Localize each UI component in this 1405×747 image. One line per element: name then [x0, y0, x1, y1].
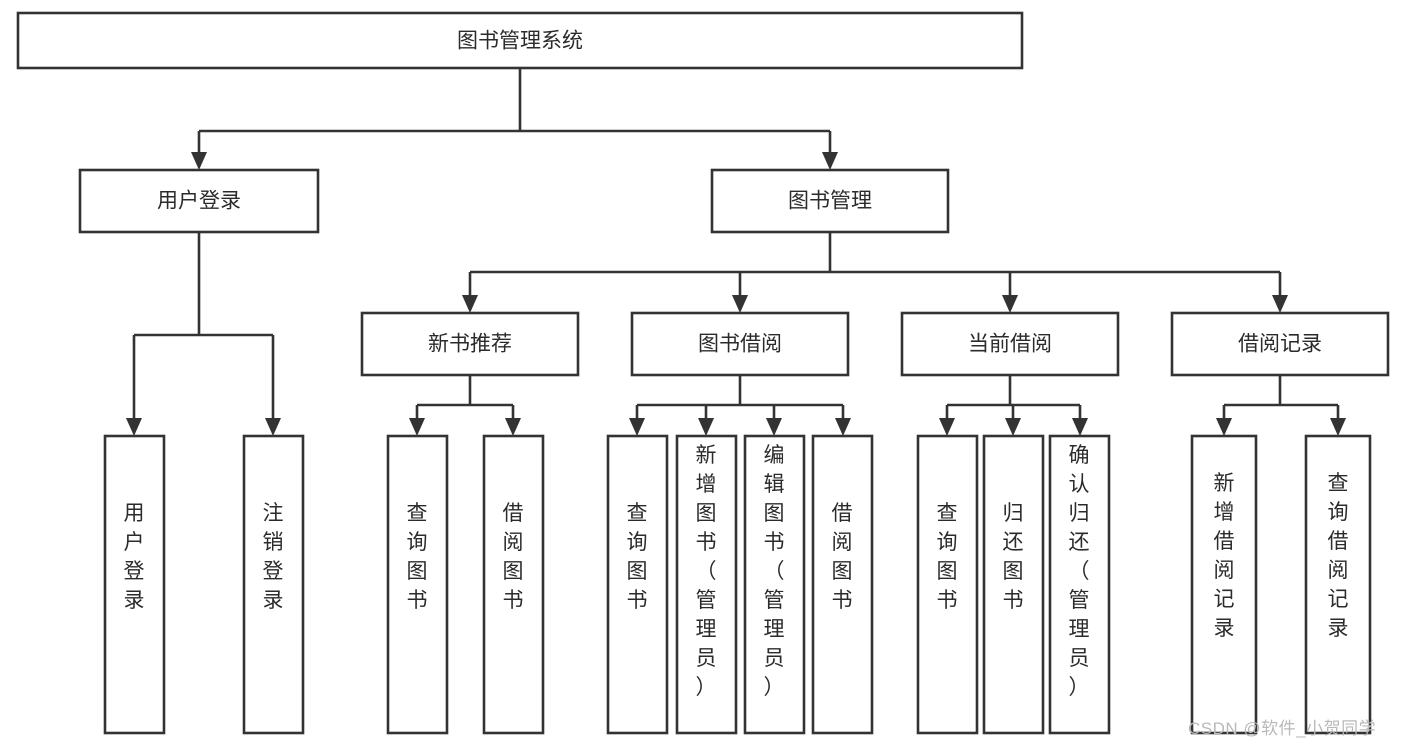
node-leaf-user-login-box[interactable]	[103, 434, 166, 735]
arrow-head-leaf-borrow-book-2	[835, 418, 851, 436]
node-leaf-query-book-3-label: 查询图书	[937, 502, 958, 612]
arrow-head-leaf-user-logout	[265, 418, 281, 436]
node-leaf-add-record-label: 新增借阅记录	[1214, 472, 1235, 640]
edge-layer	[126, 68, 1346, 436]
node-leaf-query-record[interactable]: 查询借阅记录	[1304, 434, 1372, 735]
node-leaf-add-book-label: 新增图书（管理员）	[696, 444, 717, 699]
node-leaf-return-book[interactable]: 归还图书	[982, 434, 1045, 735]
watermark-text: CSDN @软件_小贺同学	[1188, 719, 1377, 738]
arrow-head-borrow-record	[1272, 295, 1288, 313]
node-layer: 图书管理系统 用户登录 图书管理 新书推荐 图书借阅 当前	[16, 11, 1390, 735]
node-leaf-query-book-3-box[interactable]	[916, 434, 979, 735]
node-leaf-confirm-return-box[interactable]	[1048, 434, 1111, 735]
node-leaf-user-login[interactable]: 用户登录	[103, 434, 166, 735]
node-leaf-return-book-box[interactable]	[982, 434, 1045, 735]
node-leaf-query-book-3[interactable]: 查询图书	[916, 434, 979, 735]
node-borrow-record-label: 借阅记录	[1238, 333, 1322, 356]
node-book-manage-box[interactable]	[710, 168, 950, 234]
node-leaf-add-record-box[interactable]	[1190, 434, 1258, 735]
arrow-head-book-borrow	[732, 295, 748, 313]
node-leaf-return-book-label: 归还图书	[1003, 502, 1024, 612]
node-current-borrow[interactable]: 当前借阅	[900, 311, 1120, 377]
node-book-borrow-label: 图书借阅	[698, 333, 782, 356]
node-leaf-borrow-book-2[interactable]: 借阅图书	[811, 434, 874, 735]
arrow-head-leaf-query-book-3	[939, 418, 955, 436]
node-leaf-user-logout-box[interactable]	[242, 434, 305, 735]
arrow-head-leaf-borrow-book-1	[505, 418, 521, 436]
node-new-book-recommend[interactable]: 新书推荐	[360, 311, 580, 377]
node-leaf-add-book-box[interactable]	[675, 434, 738, 735]
node-root-box[interactable]	[16, 11, 1024, 70]
node-current-borrow-box[interactable]	[900, 311, 1120, 377]
arrow-head-new-book-recommend	[462, 295, 478, 313]
node-leaf-query-book-1-box[interactable]	[386, 434, 449, 735]
arrow-head-user-login	[191, 152, 207, 170]
node-leaf-borrow-book-1-label: 借阅图书	[503, 502, 524, 612]
node-leaf-borrow-book-1[interactable]: 借阅图书	[482, 434, 545, 735]
node-borrow-record[interactable]: 借阅记录	[1170, 311, 1390, 377]
arrow-head-leaf-edit-book	[766, 418, 782, 436]
node-user-login[interactable]: 用户登录	[78, 168, 320, 234]
node-root[interactable]: 图书管理系统	[16, 11, 1024, 70]
node-new-book-recommend-box[interactable]	[360, 311, 580, 377]
node-leaf-add-record[interactable]: 新增借阅记录	[1190, 434, 1258, 735]
arrow-head-leaf-add-record	[1216, 418, 1232, 436]
node-leaf-borrow-book-2-label: 借阅图书	[832, 502, 853, 612]
node-leaf-edit-book-label: 编辑图书（管理员）	[764, 444, 785, 699]
node-book-borrow-box[interactable]	[630, 311, 850, 377]
node-borrow-record-box[interactable]	[1170, 311, 1390, 377]
arrow-head-leaf-add-book	[698, 418, 714, 436]
node-leaf-borrow-book-1-box[interactable]	[482, 434, 545, 735]
node-leaf-query-book-2[interactable]: 查询图书	[606, 434, 669, 735]
arrow-head-leaf-user-login	[126, 418, 142, 436]
node-book-manage-label: 图书管理	[788, 190, 872, 213]
node-user-login-box[interactable]	[78, 168, 320, 234]
node-book-borrow[interactable]: 图书借阅	[630, 311, 850, 377]
node-leaf-confirm-return[interactable]: 确认归还（管理员）	[1048, 434, 1111, 735]
arrow-head-leaf-query-book-1	[409, 418, 425, 436]
arrow-head-book-manage	[822, 152, 838, 170]
node-leaf-query-book-2-box[interactable]	[606, 434, 669, 735]
node-leaf-query-record-label: 查询借阅记录	[1328, 472, 1349, 640]
arrow-head-leaf-query-record	[1330, 418, 1346, 436]
node-leaf-query-record-box[interactable]	[1304, 434, 1372, 735]
node-leaf-query-book-1[interactable]: 查询图书	[386, 434, 449, 735]
node-leaf-user-login-label: 用户登录	[124, 502, 145, 612]
arrow-head-current-borrow	[1002, 295, 1018, 313]
node-leaf-user-logout-label: 注销登录	[263, 502, 284, 612]
node-new-book-recommend-label: 新书推荐	[428, 333, 512, 356]
node-current-borrow-label: 当前借阅	[968, 333, 1052, 356]
node-leaf-confirm-return-label: 确认归还（管理员）	[1069, 444, 1090, 699]
node-leaf-query-book-2-label: 查询图书	[627, 502, 648, 612]
node-book-manage[interactable]: 图书管理	[710, 168, 950, 234]
node-leaf-borrow-book-2-box[interactable]	[811, 434, 874, 735]
node-leaf-user-logout[interactable]: 注销登录	[242, 434, 305, 735]
node-leaf-edit-book-box[interactable]	[743, 434, 806, 735]
node-leaf-edit-book[interactable]: 编辑图书（管理员）	[743, 434, 806, 735]
node-leaf-add-book[interactable]: 新增图书（管理员）	[675, 434, 738, 735]
arrow-head-leaf-return-book	[1005, 418, 1021, 436]
node-user-login-label: 用户登录	[157, 190, 241, 213]
arrow-head-leaf-query-book-2	[629, 418, 645, 436]
arrow-head-leaf-confirm-return	[1072, 418, 1088, 436]
node-root-label: 图书管理系统	[457, 30, 583, 53]
node-leaf-query-book-1-label: 查询图书	[407, 502, 428, 612]
